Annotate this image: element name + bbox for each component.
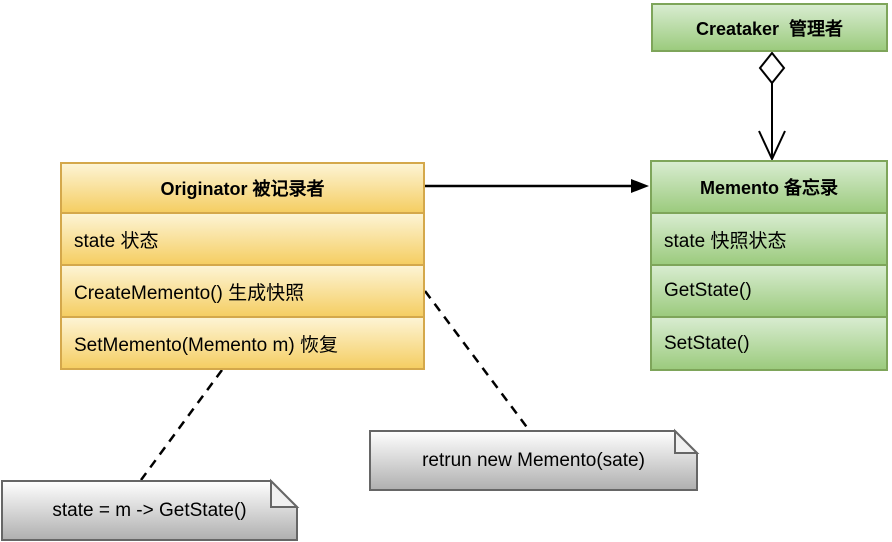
note-create-text: retrun new Memento(sate) bbox=[422, 449, 645, 471]
class-originator-title: Originator 被记录者 bbox=[62, 164, 423, 212]
note-link-restore bbox=[139, 369, 224, 481]
association-arrow bbox=[425, 179, 649, 193]
open-arrowhead-icon bbox=[758, 130, 786, 162]
originator-attribute-state: state 状态 bbox=[62, 212, 423, 264]
originator-method-creatememento: CreateMemento() 生成快照 bbox=[62, 264, 423, 316]
note-link-create bbox=[423, 290, 531, 431]
aggregation-diamond-icon bbox=[758, 51, 786, 85]
note-fold-icon bbox=[270, 478, 300, 508]
filled-arrowhead-icon bbox=[631, 179, 649, 193]
class-memento-title: Memento 备忘录 bbox=[652, 162, 886, 212]
note-create-shape bbox=[369, 428, 700, 491]
aggregation-connector bbox=[758, 51, 786, 162]
originator-method-setmemento: SetMemento(Memento m) 恢复 bbox=[62, 316, 423, 368]
class-originator: Originator 被记录者 state 状态 CreateMemento()… bbox=[60, 162, 425, 370]
memento-method-getstate: GetState() bbox=[652, 264, 886, 316]
class-memento: Memento 备忘录 state 快照状态 GetState() SetSta… bbox=[650, 160, 888, 371]
class-creataker: Creataker 管理者 bbox=[651, 3, 888, 52]
class-creataker-title: Creataker 管理者 bbox=[653, 5, 886, 50]
memento-method-setstate: SetState() bbox=[652, 316, 886, 369]
note-fold-icon bbox=[674, 428, 700, 454]
note-restore-shape bbox=[1, 478, 300, 541]
note-restore-text: state = m -> GetState() bbox=[52, 499, 247, 521]
memento-attribute-state: state 快照状态 bbox=[652, 212, 886, 264]
